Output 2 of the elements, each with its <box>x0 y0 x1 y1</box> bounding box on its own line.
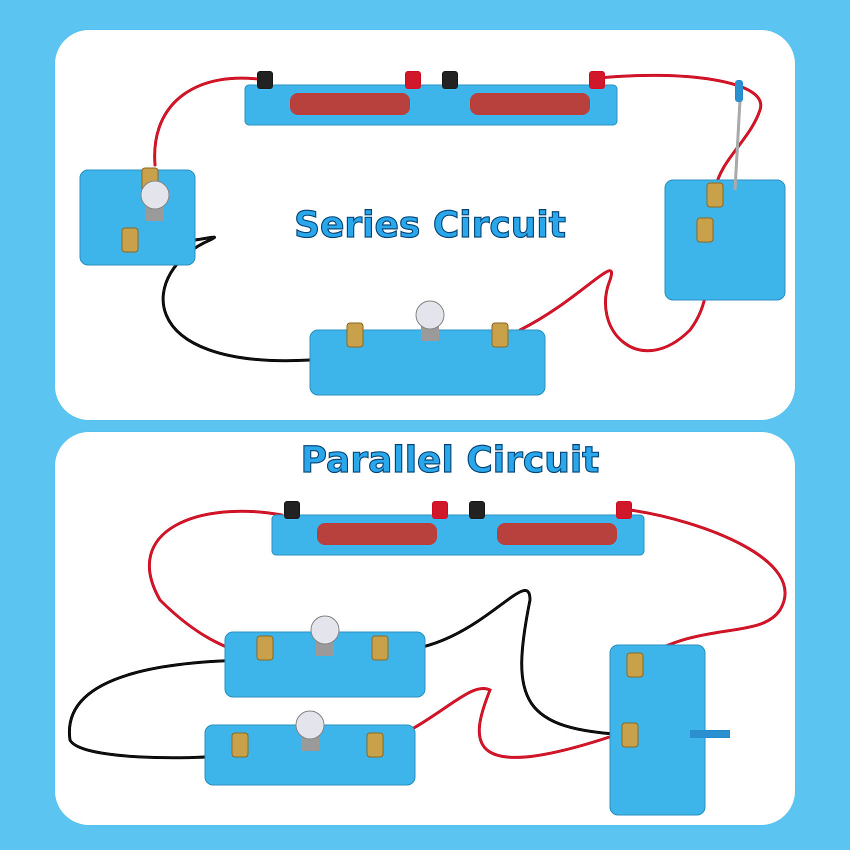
circuit-title: Series Circuit <box>294 205 566 246</box>
circuit-title: Parallel Circuit <box>300 440 600 481</box>
